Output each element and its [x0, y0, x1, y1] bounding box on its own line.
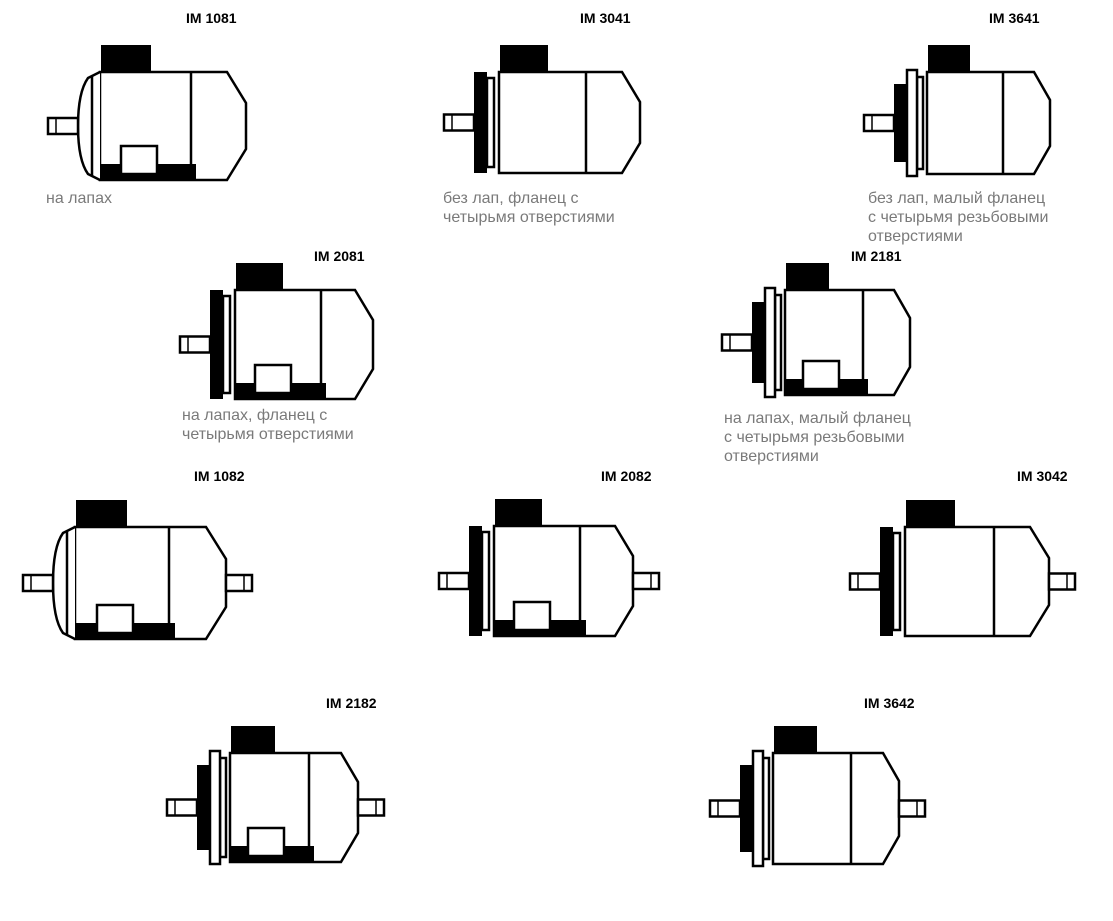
motor-desc-line: с четырьмя резьбовыми	[868, 209, 1049, 226]
motor-code-im-3041: IM 3041	[580, 10, 631, 26]
motor-desc-im-2181: на лапах, малый фланец с четырьмя резьбов…	[724, 409, 911, 466]
motor-code-im-2181: IM 2181	[851, 248, 902, 264]
foot-block	[95, 603, 135, 635]
terminal-box	[101, 45, 151, 72]
motor-desc-im-3041: без лап, фланец с четырьмя отверстиями	[443, 189, 615, 227]
terminal-box	[231, 726, 275, 753]
motor-desc-line: без лап, малый фланец	[868, 190, 1046, 207]
foot-block	[253, 363, 293, 395]
foot-block	[801, 359, 841, 391]
motor-body	[925, 70, 1052, 176]
terminal-box	[774, 726, 817, 753]
rear-shaft	[897, 799, 927, 818]
motor-code-im-1082: IM 1082	[194, 468, 245, 484]
motor-desc-line: на лапах	[46, 190, 112, 207]
motor-desc-line: четырьмя отверстиями	[182, 426, 354, 443]
motor-code-im-1081: IM 1081	[186, 10, 237, 26]
small-flange-plate	[752, 302, 765, 383]
terminal-box	[500, 45, 548, 72]
terminal-box	[495, 499, 542, 526]
rear-shaft	[224, 573, 254, 593]
small-flange-plate	[740, 765, 753, 852]
terminal-box	[786, 263, 829, 290]
small-flange-ring	[751, 749, 765, 868]
terminal-box	[906, 500, 955, 527]
motor-desc-line: на лапах, малый фланец	[724, 410, 911, 427]
flange-plate	[210, 290, 223, 399]
motor-desc-line: четырьмя отверстиями	[443, 209, 615, 226]
motor-desc-line: отверстиями	[724, 448, 819, 465]
terminal-box	[928, 45, 970, 72]
motor-code-im-2182: IM 2182	[326, 695, 377, 711]
rear-shaft	[631, 571, 661, 591]
flange-plate	[474, 72, 487, 173]
motor-desc-line: с четырьмя резьбовыми	[724, 429, 905, 446]
foot-block	[119, 144, 159, 176]
front-shaft	[708, 799, 742, 818]
motor-desc-im-3641: без лап, малый фланец с четырьмя резьбовы…	[868, 189, 1048, 246]
rear-shaft	[1047, 572, 1077, 591]
small-flange-plate	[894, 84, 907, 162]
terminal-box	[76, 500, 127, 527]
motor-desc-line: отверстиями	[868, 228, 963, 245]
motor-desc-line: на лапах, фланец с	[182, 407, 328, 424]
rear-shaft	[356, 798, 386, 817]
motor-code-im-3641: IM 3641	[989, 10, 1040, 26]
motor-body	[903, 525, 1051, 638]
foot-block	[246, 826, 286, 858]
motor-code-im-2082: IM 2082	[601, 468, 652, 484]
motor-body	[497, 70, 642, 175]
flange-plate	[469, 526, 482, 636]
motor-code-im-2081: IM 2081	[314, 248, 365, 264]
motor-code-im-3642: IM 3642	[864, 695, 915, 711]
foot-block	[512, 600, 552, 632]
terminal-box	[236, 263, 283, 290]
small-flange-plate	[197, 765, 210, 850]
motor-code-im-3042: IM 3042	[1017, 468, 1068, 484]
flange-plate	[880, 527, 893, 636]
motor-desc-im-2081: на лапах, фланец с четырьмя отверстиями	[182, 406, 354, 444]
motor-desc-line: без лап, фланец с	[443, 190, 579, 207]
motor-body	[771, 751, 901, 866]
motor-desc-im-1081: на лапах	[46, 189, 112, 208]
